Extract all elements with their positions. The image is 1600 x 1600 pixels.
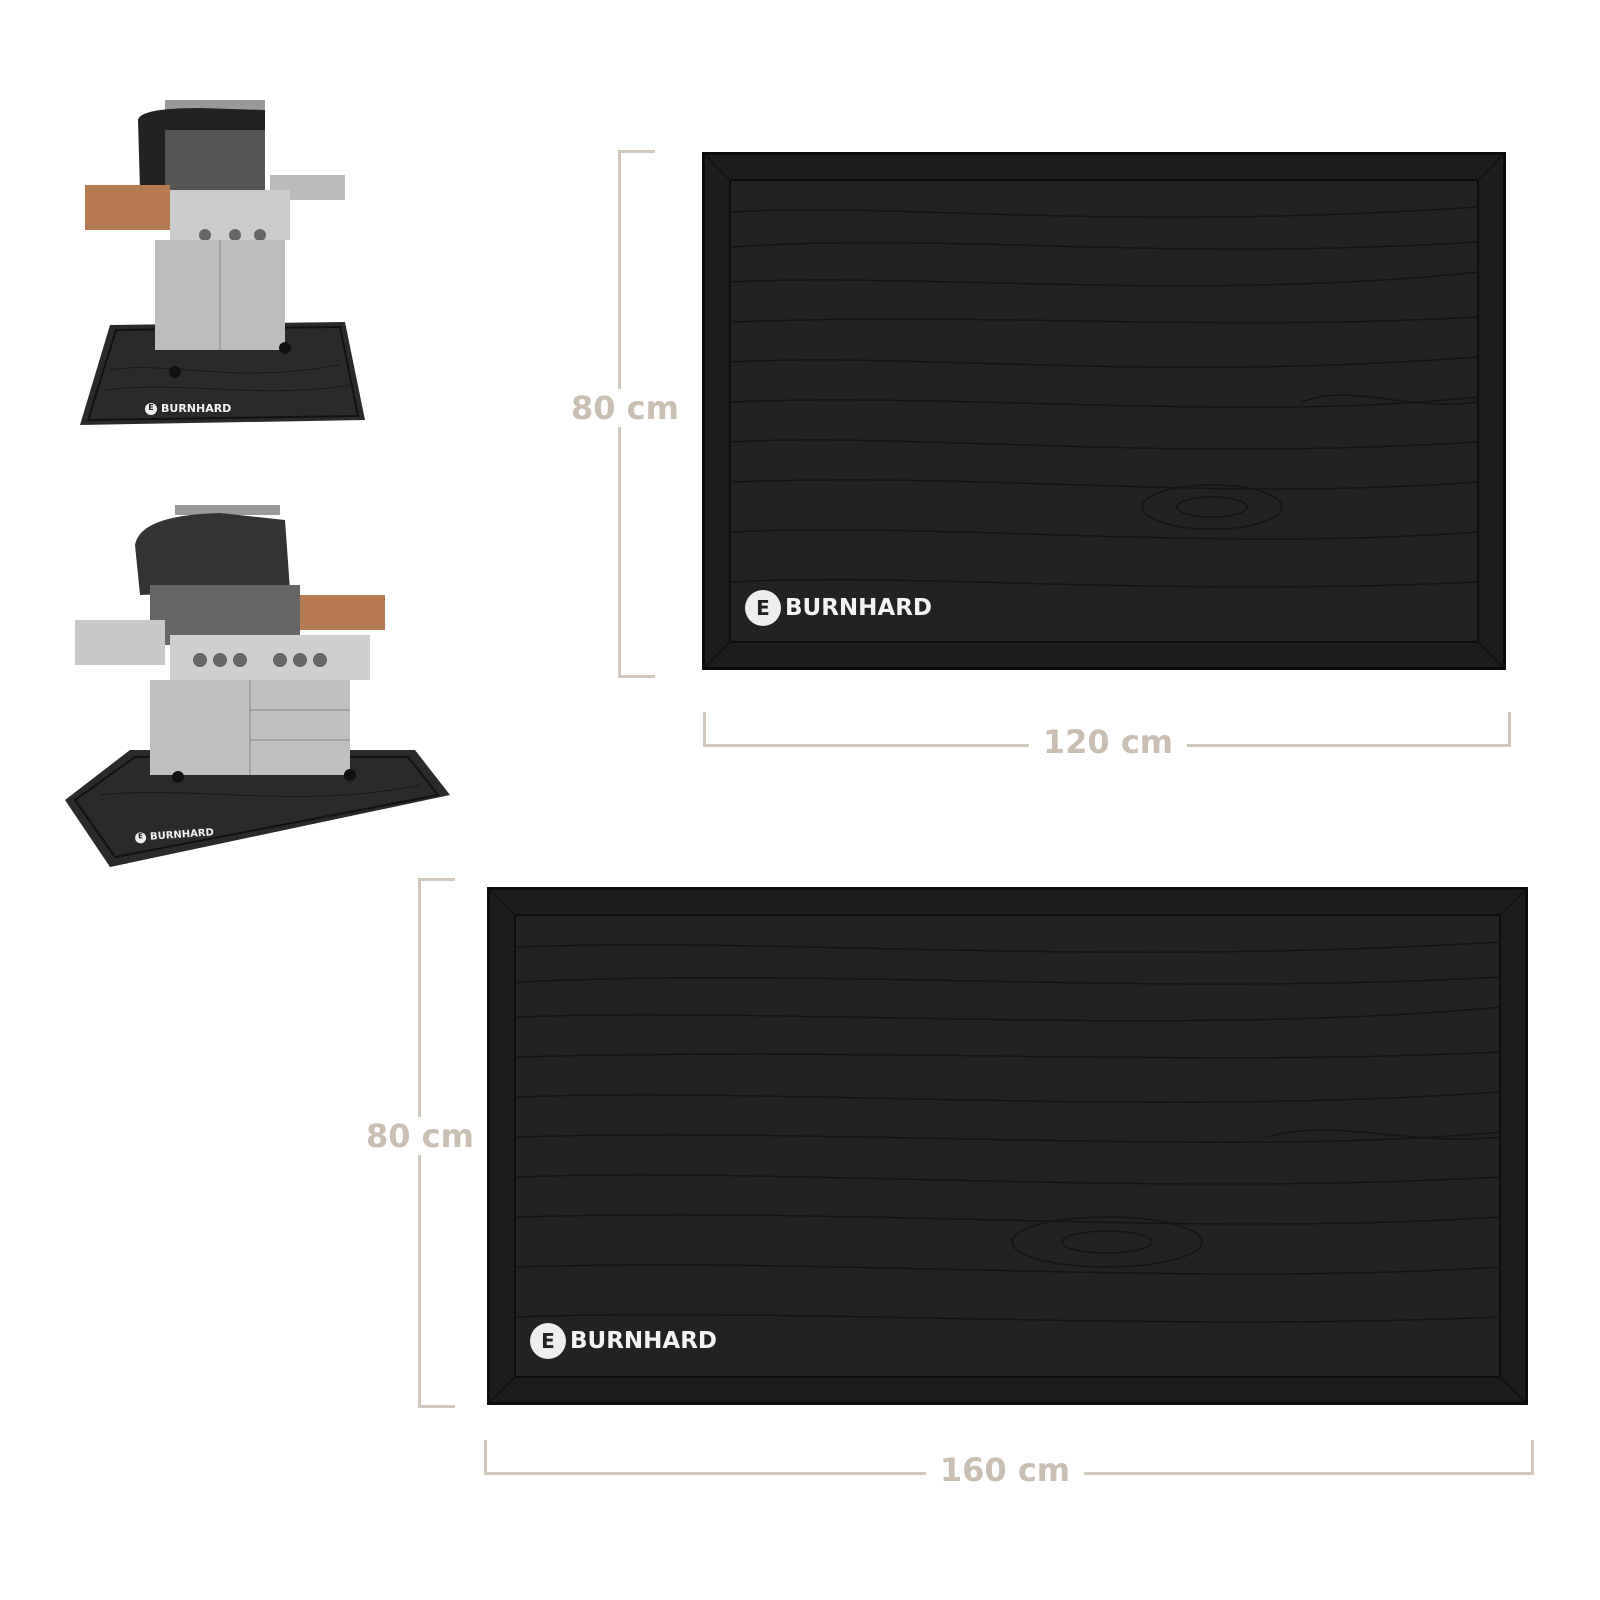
burnhard-logo-icon <box>145 402 157 415</box>
grill-small-illustration <box>80 100 365 425</box>
thumbnail-grill-large[interactable]: BURNHARD <box>60 495 455 875</box>
width-label-small: 120 cm <box>1028 723 1188 761</box>
wood-grain-pattern <box>702 152 1506 670</box>
thumbnail-logo: BURNHARD <box>145 402 231 415</box>
brand-text: BURNHARD <box>785 595 933 621</box>
brand-logo: BURNHARD <box>530 1323 717 1359</box>
grill-large-illustration <box>65 505 450 867</box>
height-label-large: 80 cm <box>352 1117 488 1155</box>
burnhard-logo-icon <box>134 831 147 844</box>
grill-mat-large[interactable]: BURNHARD <box>487 887 1528 1405</box>
wood-grain-pattern <box>487 887 1528 1405</box>
grill-mat-small[interactable]: BURNHARD <box>702 152 1506 670</box>
burnhard-logo-icon <box>745 590 781 626</box>
brand-text: BURNHARD <box>161 402 232 415</box>
burnhard-logo-icon <box>530 1323 566 1359</box>
brand-logo: BURNHARD <box>745 590 932 626</box>
brand-text: BURNHARD <box>570 1328 718 1354</box>
width-label-large: 160 cm <box>925 1451 1085 1489</box>
thumbnail-grill-small[interactable]: BURNHARD <box>70 90 370 435</box>
height-label-small: 80 cm <box>557 389 693 427</box>
